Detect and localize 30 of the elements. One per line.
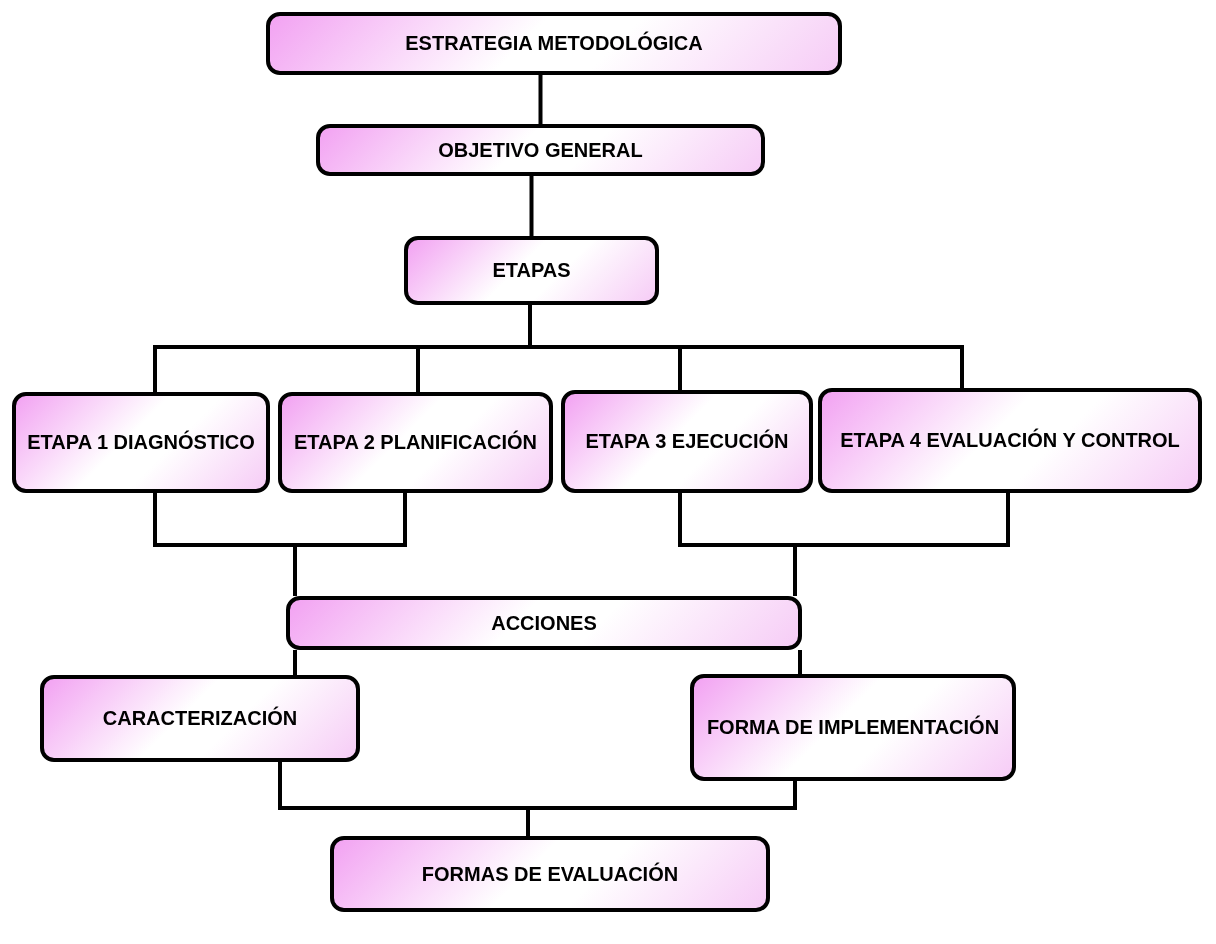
- process-box: [561, 390, 813, 493]
- process-box: [40, 675, 360, 762]
- box-label: FORMA DE IMPLEMENTACIÓN: [706, 715, 1000, 740]
- connector-line: [526, 781, 797, 836]
- box-label: ESTRATEGIA METODOLÓGICA: [405, 31, 703, 56]
- process-box: [278, 392, 553, 493]
- connector-line: [528, 305, 964, 388]
- box-label: FORMAS DE EVALUACIÓN: [421, 861, 679, 887]
- box-label: ACCIONES: [491, 610, 597, 636]
- box-label: ETAPA 1 DIAGNÓSTICO: [27, 430, 255, 455]
- box-label: ETAPA 2 PLANIFICACIÓN: [294, 430, 537, 455]
- process-box: [404, 236, 659, 305]
- box-label: ETAPA 3 EJECUCIÓN: [585, 429, 789, 454]
- box-label: OBJETIVO GENERAL: [438, 137, 643, 163]
- box-label: ETAPAS: [492, 258, 571, 283]
- process-box: [316, 124, 765, 176]
- box-label: CARACTERIZACIÓN: [102, 706, 298, 731]
- process-box: [330, 836, 770, 912]
- connector-line: [793, 493, 1010, 596]
- process-box: [266, 12, 842, 75]
- process-box: [12, 392, 270, 493]
- process-box: [690, 674, 1016, 781]
- box-label: ETAPA 4 EVALUACIÓN Y CONTROL: [840, 428, 1180, 453]
- connector-line: [538, 75, 543, 124]
- process-box: [818, 388, 1202, 493]
- connector-line: [293, 650, 297, 675]
- connector-line: [293, 493, 407, 596]
- process-box: [286, 596, 802, 650]
- connector-line: [798, 650, 802, 674]
- connector-line: [529, 176, 534, 236]
